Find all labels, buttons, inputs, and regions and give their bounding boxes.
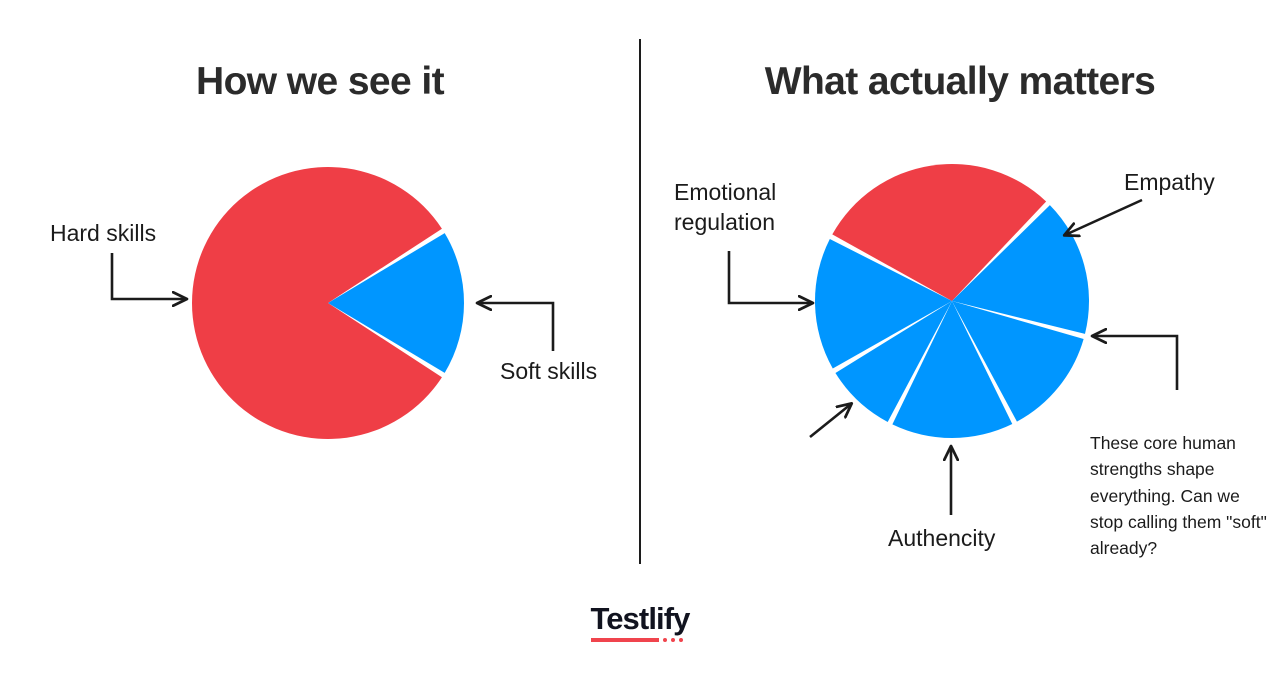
brand-logo: Testlify bbox=[0, 603, 1280, 643]
pie-what-actually-matters bbox=[814, 163, 1089, 438]
arrow-empathy bbox=[1065, 198, 1143, 235]
pie-how-we-see-it bbox=[192, 166, 465, 439]
arrow-unlabeled-slice bbox=[809, 404, 851, 439]
pie-slice bbox=[892, 301, 1013, 438]
arrow-emotional-regulation bbox=[727, 251, 812, 303]
label-empathy: Empathy bbox=[1124, 169, 1215, 195]
label-hard-skills: Hard skills bbox=[50, 220, 157, 246]
label-authencity: Authencity bbox=[888, 525, 996, 551]
arrow-soft-skills bbox=[478, 303, 555, 351]
pie-slice bbox=[835, 301, 952, 422]
pie-slice bbox=[952, 301, 1084, 422]
panel-divider bbox=[639, 39, 641, 564]
left-panel-title: How we see it bbox=[196, 60, 445, 103]
logo-wordmark: Testlify bbox=[590, 601, 690, 636]
pie-slice bbox=[832, 163, 1047, 301]
pie-slice bbox=[952, 205, 1089, 334]
right-panel-title: What actually matters bbox=[764, 60, 1156, 103]
label-core-strengths: These core human strengths shape everyth… bbox=[1090, 433, 1267, 558]
pie-slice bbox=[814, 239, 952, 369]
logo-wordmark-wrapper: Testlify bbox=[590, 601, 690, 643]
label-emotional-regulation: Emotional regulation bbox=[674, 179, 777, 236]
arrow-hard-skills bbox=[110, 253, 186, 299]
logo-underline-bar bbox=[591, 638, 660, 642]
pie-slice bbox=[328, 233, 465, 373]
label-soft-skills: Soft skills bbox=[500, 358, 598, 384]
arrow-core-strengths bbox=[1093, 336, 1179, 390]
pie-slice bbox=[192, 166, 442, 439]
logo-dots bbox=[663, 638, 684, 642]
